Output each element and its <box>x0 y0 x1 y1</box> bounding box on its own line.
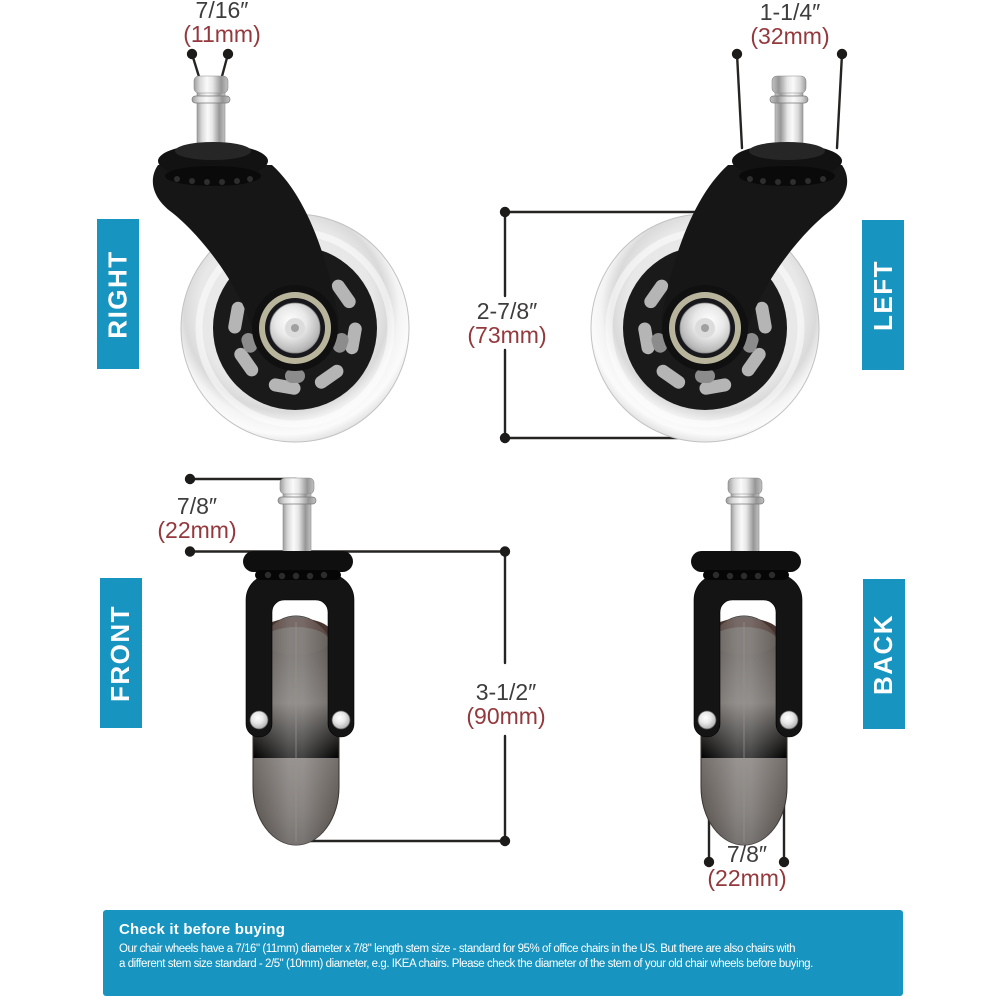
dim-wheel-width: 7/8″ (22mm) <box>707 842 786 890</box>
caster-bearing-cap <box>252 285 338 371</box>
caster-mount-collar <box>243 551 353 580</box>
caster-stem <box>191 75 231 153</box>
caster-stem <box>277 477 317 556</box>
dim-inch-value: 7/8″ <box>176 493 218 519</box>
caster-right-view-art <box>152 75 410 443</box>
caster-mount-collar <box>158 142 268 186</box>
dim-mm-value: (90mm) <box>466 703 546 729</box>
axle-end <box>331 710 351 730</box>
dim-mm-value: (73mm) <box>467 322 547 348</box>
view-label-left: LEFT <box>862 220 904 370</box>
caster-back-view-art <box>690 477 803 846</box>
view-label-text: FRONT <box>105 604 136 702</box>
dim-mm-value: (22mm) <box>707 865 787 891</box>
dim-wheel-diameter: 2-7/8″ (73mm) <box>467 299 546 347</box>
dimension-dots <box>184 48 848 868</box>
info-box-title: Check it before buying <box>119 921 286 938</box>
dim-mm-value: (32mm) <box>750 23 830 49</box>
view-label-text: LEFT <box>867 259 898 331</box>
caster-front-view-art <box>243 477 355 846</box>
dimension-lines-art <box>184 48 848 868</box>
view-label-back: BACK <box>863 579 905 729</box>
info-box-body: Our chair wheels have a 7/16" (11mm) dia… <box>119 942 887 971</box>
info-box-body-line2: a different stem size standard - 2/5" (1… <box>119 957 813 970</box>
dim-overall-height: 3-1/2″ (90mm) <box>466 680 545 728</box>
view-label-text: BACK <box>868 613 899 695</box>
dim-inch-value: 3-1/2″ <box>475 679 537 705</box>
dim-mount-diameter: 1-1/4″ (32mm) <box>750 0 829 48</box>
dim-mm-value: (22mm) <box>157 517 237 543</box>
caster-left-view-art <box>591 76 847 442</box>
dim-inch-value: 1-1/4″ <box>759 0 821 25</box>
dim-stem-diameter: 7/16″ (11mm) <box>183 0 261 46</box>
info-box: Check it before buying Our chair wheels … <box>103 910 903 996</box>
view-label-right: RIGHT <box>97 219 139 369</box>
dim-inch-value: 7/16″ <box>195 0 249 23</box>
dim-inch-value: 7/8″ <box>726 841 768 867</box>
dim-mm-value: (11mm) <box>183 21 261 47</box>
view-label-text: RIGHT <box>102 249 133 339</box>
dim-stem-length: 7/8″ (22mm) <box>157 494 236 542</box>
axle-end <box>249 710 269 730</box>
info-box-body-line1: Our chair wheels have a 7/16" (11mm) dia… <box>119 943 796 955</box>
view-label-front: FRONT <box>100 578 142 728</box>
dim-inch-value: 2-7/8″ <box>476 298 538 324</box>
